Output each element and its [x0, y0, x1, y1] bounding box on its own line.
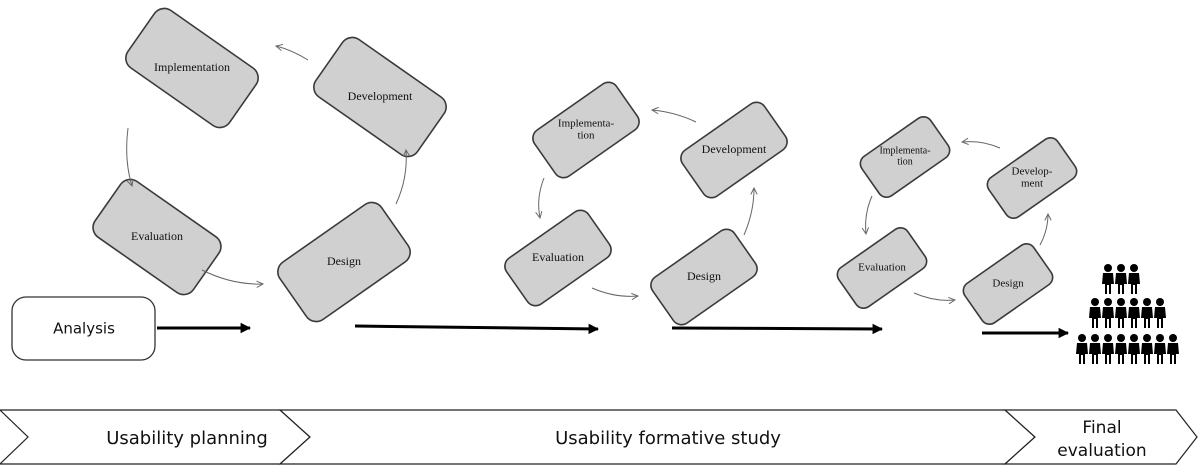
arrow-eval-to-design-1: [201, 269, 263, 284]
timeline-arrow-3: [671, 323, 884, 335]
phase-final: [1003, 409, 1198, 465]
cycle-2-design-box: Design: [650, 228, 758, 326]
cycle-3: Implementa- tion Develop- ment Evaluatio…: [836, 115, 1078, 326]
cycle-3-implementation-label-line1: Implementa-: [879, 145, 930, 156]
cycle-2-design-label: Design: [687, 269, 721, 283]
arrow-design-to-dev-3: [1039, 214, 1048, 246]
cycle-2-implementation-box: Implementa- tion: [532, 81, 640, 179]
cycle-1-implementation-label: Implementation: [154, 60, 230, 74]
arrow-impl-to-eval-3: [866, 195, 873, 234]
cycle-1-evaluation-box: Evaluation: [92, 178, 222, 296]
analysis-label: Analysis: [53, 320, 115, 338]
cycle-1-development-box: Development: [313, 36, 447, 158]
cycle-2-development-label: Development: [702, 142, 767, 156]
cycle-3-development-label-line2: ment: [1021, 178, 1043, 190]
cycle-3-design-label: Design: [992, 278, 1024, 290]
cycle-3-design-box: Design: [962, 242, 1054, 326]
cycle-3-evaluation-box: Evaluation: [836, 226, 928, 310]
arrow-design-to-dev-1: [395, 150, 406, 205]
cycle-2-development-box: Development: [680, 101, 788, 199]
cycle-3-evaluation-label: Evaluation: [858, 262, 906, 274]
arrow-dev-to-impl-2: [652, 110, 697, 123]
cycle-1-evaluation-label: Evaluation: [131, 229, 183, 243]
arrow-design-to-dev-2: [743, 188, 754, 236]
cycle-2-implementation-label-line1: Implementa-: [558, 118, 615, 130]
arrow-impl-to-eval-1: [126, 127, 132, 186]
arrow-dev-to-impl-1: [276, 46, 309, 61]
cycle-1-development-label: Development: [348, 89, 413, 103]
cycle-2-evaluation-box: Evaluation: [504, 209, 612, 307]
arrow-eval-to-design-3: [913, 292, 955, 300]
cycle-1: Implementation Development Evaluation De…: [92, 7, 447, 323]
people-group-icon: [1076, 264, 1179, 364]
cycle-1-implementation-box: Implementation: [125, 7, 259, 129]
cycle-2-evaluation-label: Evaluation: [532, 250, 584, 264]
cycle-3-development-label-line1: Develop-: [1012, 166, 1053, 178]
timeline-arrow-2: [354, 323, 600, 335]
cycle-1-design-box: Design: [277, 201, 411, 323]
cycle-2: Implementa- tion Development Evaluation …: [504, 81, 788, 326]
cycle-2-implementation-label-line2: tion: [577, 130, 595, 142]
cycle-1-design-label: Design: [327, 254, 361, 268]
cycle-3-implementation-box: Implementa- tion: [859, 115, 951, 199]
phase-final-label-line2: evaluation: [1057, 441, 1146, 461]
arrow-eval-to-design-2: [591, 287, 638, 296]
phase-bar: Usability planning Usability formative s…: [0, 409, 1198, 465]
arrow-impl-to-eval-2: [539, 177, 545, 218]
cycle-3-development-box: Develop- ment: [986, 136, 1078, 220]
phase-planning-label: Usability planning: [106, 428, 268, 449]
arrow-dev-to-impl-3: [962, 142, 1001, 149]
cycle-3-implementation-label-line2: tion: [897, 156, 913, 167]
phase-formative-label: Usability formative study: [555, 428, 781, 449]
phase-final-label-line1: Final: [1082, 418, 1121, 438]
analysis-box: Analysis: [11, 296, 156, 361]
